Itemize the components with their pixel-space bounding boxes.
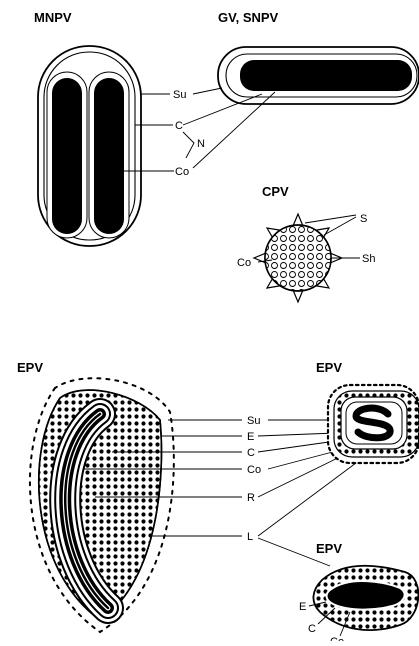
l-epv-leader-up <box>258 460 360 536</box>
title-epv-small: EPV <box>316 541 342 556</box>
epv-round-body <box>328 385 419 463</box>
epv-large-body <box>20 378 180 632</box>
label-l-epv: L <box>247 531 253 543</box>
su-leader-right <box>193 88 222 94</box>
label-c-epv: C <box>247 447 255 459</box>
cpv-particle <box>254 214 342 302</box>
mnpv-occlusion-body <box>38 46 141 246</box>
e-epv-leader-right <box>258 433 336 436</box>
label-n-top: N <box>197 138 205 150</box>
label-su-epv: Su <box>247 415 260 427</box>
label-co-small: Co <box>330 636 344 641</box>
label-su-top: Su <box>173 89 186 101</box>
label-co-top: Co <box>175 166 189 178</box>
title-gv-snpv: GV, SNPV <box>218 10 279 25</box>
label-sh-cpv: Sh <box>362 253 375 265</box>
title-epv-round: EPV <box>316 360 342 375</box>
n-bracket <box>183 132 194 158</box>
label-c-top: C <box>175 120 183 132</box>
label-r-epv: R <box>247 492 255 504</box>
c-leader-right <box>183 94 262 125</box>
title-epv-large: EPV <box>17 360 43 375</box>
co-leader-right <box>193 92 275 168</box>
title-mnpv: MNPV <box>34 10 72 25</box>
epv-small-body <box>313 566 418 630</box>
label-e-small: E <box>299 601 306 613</box>
label-co-cpv: Co <box>237 257 251 269</box>
label-e-epv: E <box>247 431 254 443</box>
label-s-cpv: S <box>360 213 367 225</box>
c-epv-leader-right <box>258 441 336 452</box>
label-c-small: C <box>308 623 316 635</box>
label-co-epv: Co <box>247 464 261 476</box>
title-cpv: CPV <box>262 184 289 199</box>
co-epv-leader-right <box>268 450 340 469</box>
gv-snpv-capsule <box>218 47 419 104</box>
